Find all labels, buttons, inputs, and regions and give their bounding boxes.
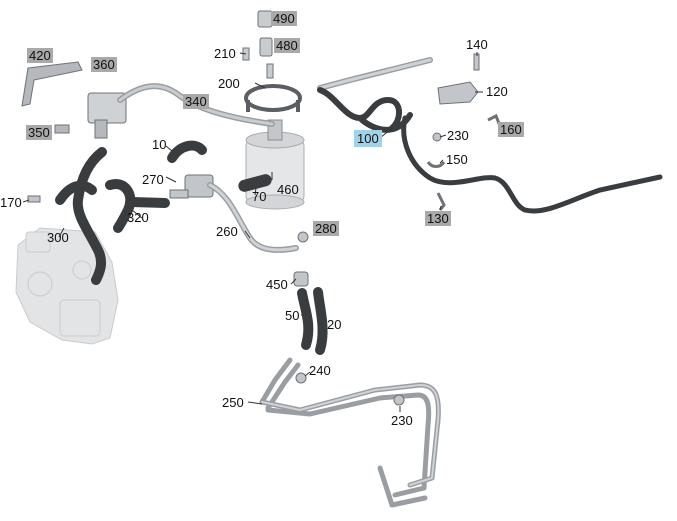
hose-300 bbox=[72, 147, 107, 285]
bolt-170 bbox=[27, 195, 41, 203]
part-label-50[interactable]: 50 bbox=[285, 308, 300, 323]
hose-100 bbox=[317, 87, 413, 133]
part-label-160[interactable]: 160 bbox=[498, 122, 524, 137]
high-pressure-pump bbox=[15, 227, 119, 345]
clip-150 bbox=[426, 161, 446, 168]
hose-10 bbox=[167, 140, 207, 163]
part-label-320[interactable]: 320 bbox=[127, 210, 149, 225]
fitting-230-lower bbox=[393, 394, 405, 406]
part-label-460[interactable]: 460 bbox=[277, 182, 299, 197]
part-label-130[interactable]: 130 bbox=[425, 211, 451, 226]
bolt-350 bbox=[54, 124, 70, 134]
part-label-490[interactable]: 490 bbox=[271, 11, 297, 26]
bolt-140 bbox=[473, 53, 480, 71]
bracket-120 bbox=[437, 81, 479, 105]
leader-lines bbox=[22, 52, 483, 412]
fitting-240 bbox=[295, 372, 307, 384]
part-label-340[interactable]: 340 bbox=[183, 94, 209, 109]
bolt-230-upper bbox=[432, 132, 442, 142]
part-label-480[interactable]: 480 bbox=[274, 38, 300, 53]
part-label-360[interactable]: 360 bbox=[91, 57, 117, 72]
part-label-210[interactable]: 210 bbox=[214, 46, 236, 61]
fitting-280 bbox=[297, 231, 309, 243]
pipe-assembly-250 bbox=[259, 357, 441, 508]
part-label-350[interactable]: 350 bbox=[26, 125, 52, 140]
bracket-420 bbox=[21, 61, 83, 107]
part-label-300[interactable]: 300 bbox=[47, 230, 69, 245]
part-label-70[interactable]: 70 bbox=[252, 189, 267, 204]
hose-70 bbox=[238, 174, 272, 192]
part-label-260[interactable]: 260 bbox=[216, 224, 238, 239]
filter-clamp bbox=[244, 84, 302, 112]
part-label-150[interactable]: 150 bbox=[446, 152, 468, 167]
part-label-120[interactable]: 120 bbox=[486, 84, 508, 99]
part-label-240[interactable]: 240 bbox=[309, 363, 331, 378]
part-label-250[interactable]: 250 bbox=[222, 395, 244, 410]
part-label-270[interactable]: 270 bbox=[142, 172, 164, 187]
part-label-230-lower[interactable]: 230 bbox=[391, 413, 413, 428]
part-label-20[interactable]: 20 bbox=[327, 317, 342, 332]
sensor-parts bbox=[242, 10, 274, 79]
part-label-140[interactable]: 140 bbox=[466, 37, 488, 52]
fitting-450 bbox=[293, 271, 309, 287]
part-label-280[interactable]: 280 bbox=[313, 221, 339, 236]
connector-270 bbox=[169, 174, 214, 199]
part-label-230-upper[interactable]: 230 bbox=[447, 128, 469, 143]
return-hose bbox=[401, 115, 663, 214]
hose-20 bbox=[313, 287, 328, 355]
hose-320 bbox=[105, 179, 136, 233]
part-label-420[interactable]: 420 bbox=[27, 48, 53, 63]
part-label-170[interactable]: 170 bbox=[0, 195, 22, 210]
clip-130 bbox=[436, 192, 446, 211]
hose-50 bbox=[297, 288, 314, 350]
part-label-450[interactable]: 450 bbox=[266, 277, 288, 292]
part-label-200[interactable]: 200 bbox=[218, 76, 240, 91]
part-label-100[interactable]: 100 bbox=[354, 130, 382, 147]
valve-block bbox=[87, 92, 127, 139]
part-label-10[interactable]: 10 bbox=[152, 137, 167, 152]
